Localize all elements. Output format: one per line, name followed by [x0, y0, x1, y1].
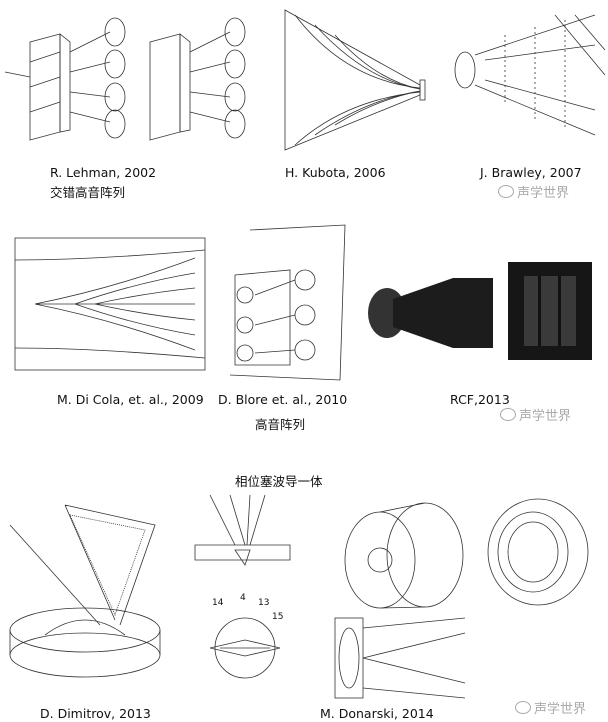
wechat-icon [498, 185, 514, 198]
inset-label: 14 [212, 598, 224, 608]
watermark: 声学世界 [515, 698, 586, 717]
caption-blore: D. Blore et. al., 2010 [218, 392, 348, 407]
lehman-drawing-2 [149, 17, 246, 141]
caption-rcf: RCF,2013 [450, 392, 510, 407]
donarski-drawing-2 [487, 498, 589, 606]
rcf-horn-side-photo [368, 258, 496, 358]
kubota-drawing [284, 9, 426, 151]
dimitrov-drawing [9, 504, 161, 678]
group-label-tweeter-array: 高音阵列 [255, 417, 306, 432]
caption-dimitrov: D. Dimitrov, 2013 [40, 706, 151, 721]
caption-kubota: H. Kubota, 2006 [285, 165, 386, 180]
blore-drawing [229, 224, 346, 381]
phase-plug-section-drawing [194, 494, 291, 566]
lehman-drawing-1 [4, 17, 126, 141]
caption-brawley: J. Brawley, 2007 [480, 165, 582, 180]
caption-dicola: M. Di Cola, et. al., 2009 [57, 392, 204, 407]
section-title-phase-plug-waveguide: 相位塞波导一体 [235, 474, 323, 489]
inset-label: 13 [258, 598, 270, 608]
donarski-drawing-1 [344, 502, 464, 609]
dicola-drawing [14, 237, 206, 371]
wechat-icon [515, 701, 531, 714]
wechat-icon [500, 408, 516, 421]
watermark: 声学世界 [500, 405, 571, 424]
inset-label: 15 [272, 612, 284, 622]
phase-plug-top-view-drawing [209, 617, 281, 679]
brawley-drawing [454, 14, 606, 136]
rcf-horn-front-photo [508, 262, 592, 360]
watermark: 声学世界 [498, 182, 569, 201]
group-label-staggered-tweeter-array: 交错高音阵列 [50, 185, 126, 200]
inset-label: 4 [240, 593, 246, 603]
caption-donarski: M. Donarski, 2014 [320, 706, 434, 721]
donarski-drawing-3 [334, 617, 466, 699]
caption-lehman: R. Lehman, 2002 [50, 165, 157, 180]
